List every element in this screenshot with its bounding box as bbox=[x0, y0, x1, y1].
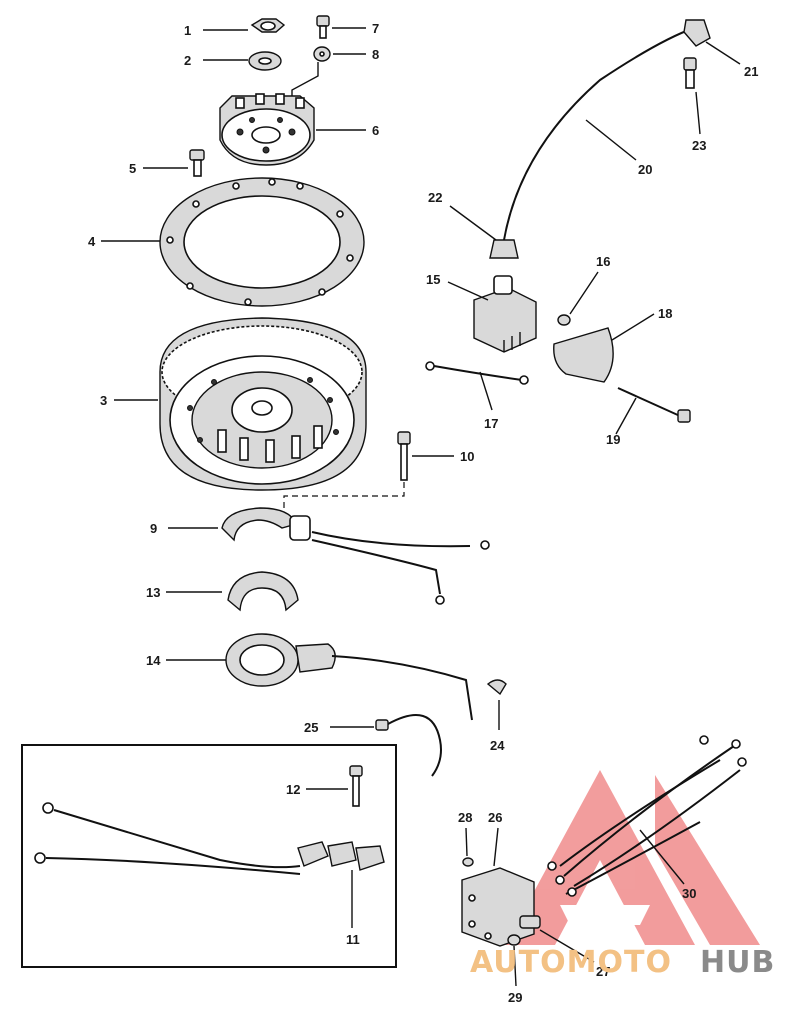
part-17-ground-lead bbox=[425, 361, 529, 411]
callout-18: 18 bbox=[658, 306, 672, 321]
part-4-ring-plate bbox=[101, 177, 365, 307]
part-26-switch-box bbox=[461, 827, 535, 947]
callout-10: 10 bbox=[460, 449, 474, 464]
part-22-boot bbox=[449, 205, 519, 259]
part-13-trigger-ring bbox=[166, 571, 299, 612]
part-30-harness bbox=[547, 735, 747, 897]
part-8-lockwasher bbox=[291, 46, 366, 102]
callout-19: 19 bbox=[606, 432, 620, 447]
callout-2: 2 bbox=[184, 53, 191, 68]
part-9-stator bbox=[168, 507, 490, 605]
callout-22: 22 bbox=[428, 190, 442, 205]
callout-1: 1 bbox=[184, 23, 191, 38]
part-27-spacer bbox=[519, 915, 595, 963]
part-16-nut bbox=[557, 271, 599, 326]
part-23-spark-plug bbox=[683, 57, 701, 135]
callout-11: 11 bbox=[346, 932, 360, 947]
part-15-ignition-coil bbox=[447, 275, 537, 353]
callout-28: 28 bbox=[458, 810, 472, 825]
callout-3: 3 bbox=[100, 393, 107, 408]
part-25-ground-strap bbox=[330, 714, 442, 777]
part-29-nut bbox=[507, 934, 521, 987]
part-18-coil-bracket bbox=[553, 313, 655, 383]
callout-25: 25 bbox=[304, 720, 318, 735]
callout-20: 20 bbox=[638, 162, 652, 177]
part-7-screw bbox=[316, 15, 366, 39]
part-1-nut bbox=[203, 18, 286, 33]
callout-4: 4 bbox=[88, 234, 96, 249]
part-19-long-bolt bbox=[615, 387, 691, 435]
callout-30: 30 bbox=[682, 886, 696, 901]
part-14-trigger bbox=[166, 633, 473, 721]
part-12-screw bbox=[306, 765, 363, 807]
callout-8: 8 bbox=[372, 47, 379, 62]
callout-12: 12 bbox=[286, 782, 300, 797]
callout-9: 9 bbox=[150, 521, 157, 536]
part-11-sensor-assembly bbox=[34, 802, 385, 928]
callout-21: 21 bbox=[744, 64, 758, 79]
callout-24: 24 bbox=[490, 738, 505, 753]
part-20-hv-lead bbox=[503, 27, 695, 241]
part-24-clip bbox=[486, 679, 507, 730]
part-21-spark-cap bbox=[683, 19, 741, 65]
callout-17: 17 bbox=[484, 416, 498, 431]
watermark-logo bbox=[505, 770, 760, 945]
part-5-bolt bbox=[143, 149, 205, 177]
callout-13: 13 bbox=[146, 585, 160, 600]
inset-box bbox=[21, 744, 397, 968]
callout-26: 26 bbox=[488, 810, 502, 825]
callout-15: 15 bbox=[426, 272, 440, 287]
part-2-washer bbox=[203, 51, 282, 71]
callout-14: 14 bbox=[146, 653, 161, 668]
part-3-flywheel bbox=[114, 317, 367, 491]
callout-27: 27 bbox=[596, 964, 610, 979]
watermark-text-hub: HUB bbox=[700, 945, 775, 980]
part-10-bolt bbox=[283, 431, 454, 510]
callout-7: 7 bbox=[372, 21, 379, 36]
callout-6: 6 bbox=[372, 123, 379, 138]
part-28-washer bbox=[462, 827, 474, 867]
callout-16: 16 bbox=[596, 254, 610, 269]
part-6-flywheel-hub bbox=[219, 93, 366, 166]
callout-29: 29 bbox=[508, 990, 522, 1005]
callout-23: 23 bbox=[692, 138, 706, 153]
watermark-text-auto-moto: AUTOMOTO bbox=[470, 945, 672, 980]
callout-5: 5 bbox=[129, 161, 136, 176]
